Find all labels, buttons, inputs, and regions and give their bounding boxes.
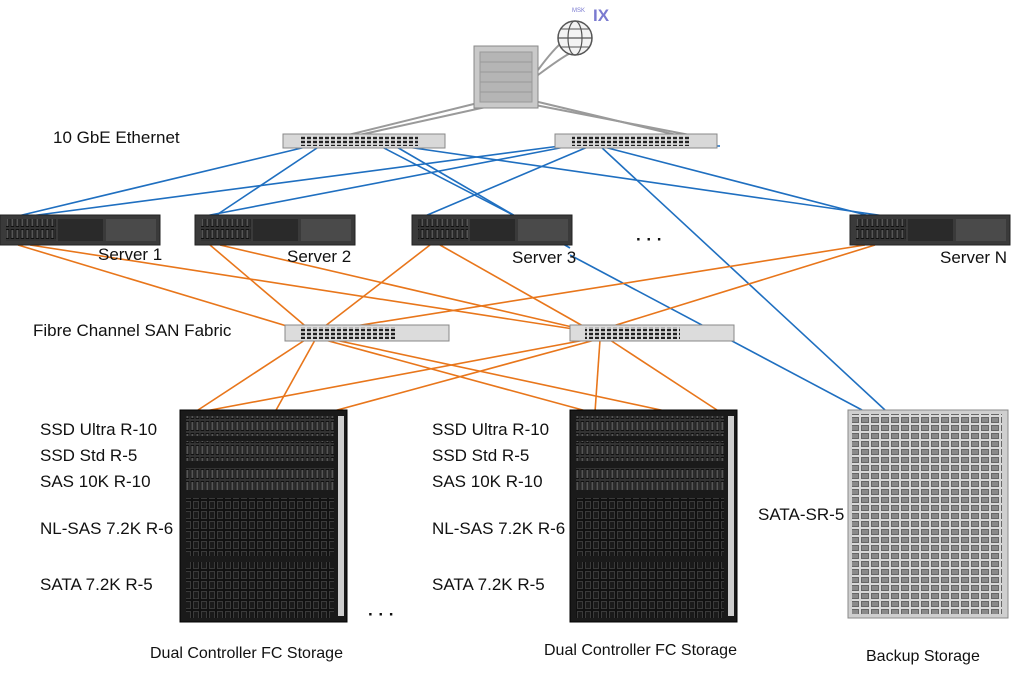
fc-link (324, 339, 591, 413)
server-n-label: Server N (940, 248, 1008, 267)
fc-switch-1 (284, 324, 450, 342)
ethernet-link (599, 145, 871, 217)
backup-tier-label: SATA-SR-5 (758, 505, 845, 524)
ethernet-link (599, 145, 886, 411)
fc-link (29, 244, 581, 331)
ethernet-link (29, 145, 561, 217)
array2-tier-2: SSD Std R-5 (432, 446, 530, 465)
storage-array-2 (569, 409, 738, 623)
ethernet-links (17, 145, 886, 411)
server-3-label: Server 3 (512, 248, 577, 267)
core-chassis (473, 45, 539, 109)
ethernet-switch-1 (282, 133, 446, 149)
array2-tier-1: SSD Ultra R-10 (432, 420, 550, 439)
ix-logo-big: IX (593, 6, 610, 25)
server-n-chassis (849, 214, 1011, 246)
fc-link (334, 339, 671, 413)
server-3-chassis (411, 214, 573, 246)
backup-storage-array (847, 409, 1009, 619)
array2-tier-3: SAS 10K R-10 (432, 472, 543, 491)
ethernet-link (399, 145, 886, 217)
array2-tier-4: NL-SAS 7.2K R-6 (432, 519, 566, 538)
fc-link (194, 339, 306, 413)
fc-link (594, 339, 601, 413)
array1-tier-3: SAS 10K R-10 (40, 472, 151, 491)
fc-link (209, 244, 311, 331)
ix-logo-small: MSK (572, 8, 585, 14)
fc-switch-2 (569, 324, 735, 342)
internet-globe-icon (557, 20, 593, 56)
backup-caption: Backup Storage (866, 648, 980, 665)
fc-fabric-label: Fibre Channel SAN Fabric (33, 321, 232, 340)
storage-array-1 (179, 409, 348, 623)
fc-link (319, 244, 431, 331)
server-1-chassis (0, 214, 161, 246)
server-1-label: Server 1 (98, 245, 163, 264)
array1-tier-5: SATA 7.2K R-5 (40, 575, 153, 594)
fc-link (274, 339, 316, 413)
array2-caption: Dual Controller FC Storage (544, 642, 737, 659)
fc-link (219, 244, 586, 331)
fc-link (329, 339, 596, 413)
array1-caption: Dual Controller FC Storage (150, 645, 343, 662)
server-2-chassis (194, 214, 356, 246)
ethernet-link (214, 145, 321, 217)
fc-link (439, 244, 591, 331)
fc-link (609, 339, 721, 413)
array2-tier-5: SATA 7.2K R-5 (432, 575, 545, 594)
fc-link (199, 339, 586, 413)
array1-tier-4: NL-SAS 7.2K R-6 (40, 519, 174, 538)
fc-link (17, 244, 301, 331)
array1-tier-1: SSD Ultra R-10 (40, 420, 158, 439)
ethernet-link (424, 145, 591, 217)
fc-links (17, 244, 876, 413)
uplink-line (349, 104, 496, 138)
uplink-line (339, 99, 491, 138)
servers-ellipsis: · · · (636, 230, 663, 249)
uplink-line (534, 104, 701, 138)
array1-tier-2: SSD Std R-5 (40, 446, 138, 465)
ethernet-link (17, 145, 311, 217)
server-2-label: Server 2 (287, 247, 352, 266)
ethernet-link (204, 145, 571, 217)
fc-link (329, 244, 866, 331)
fc-link (599, 244, 876, 331)
ethernet-switch-2 (554, 133, 718, 149)
ethernet-label: 10 GbE Ethernet (53, 128, 180, 147)
storage-ellipsis: · · · (368, 605, 395, 624)
ethernet-link (379, 145, 516, 217)
